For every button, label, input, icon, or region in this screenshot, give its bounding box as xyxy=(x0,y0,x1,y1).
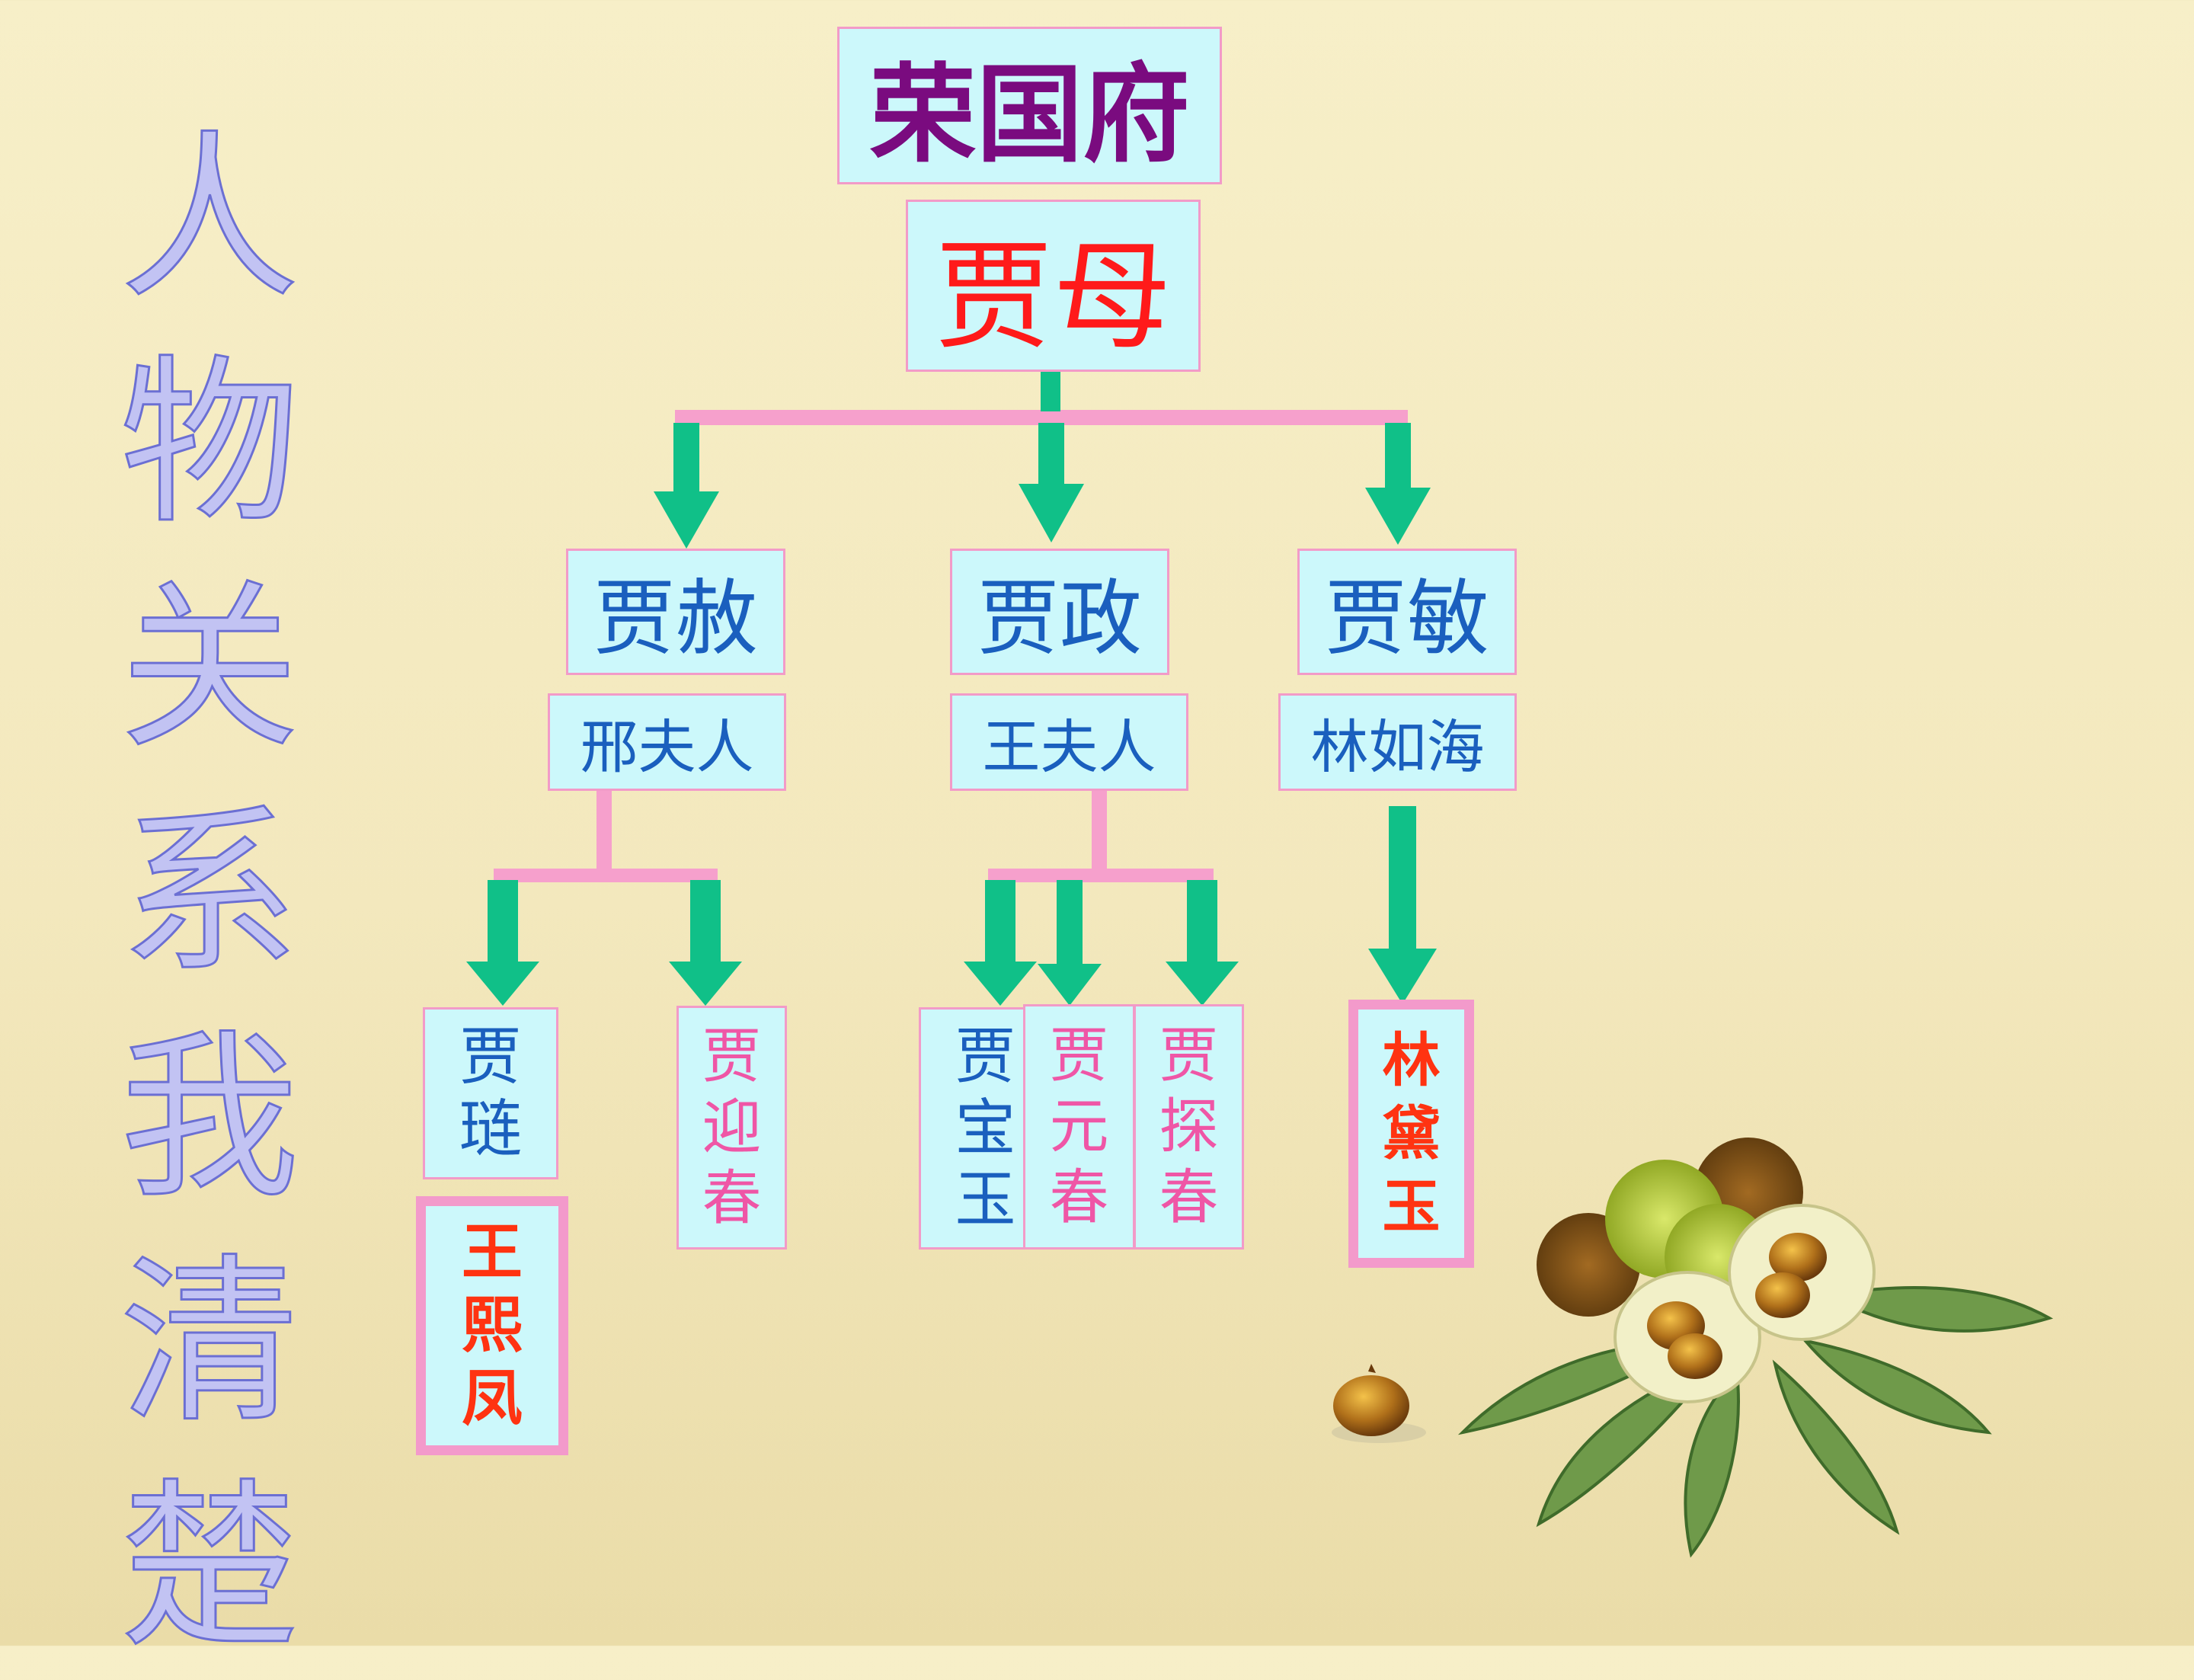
name-char: 贾 xyxy=(955,1021,1016,1092)
son-box-jiazheng: 贾政 xyxy=(950,549,1169,675)
nut-2 xyxy=(1668,1333,1722,1379)
title-char: 物 xyxy=(119,339,300,549)
mansion-label: 荣国府 xyxy=(869,53,1190,178)
spouse-box-wangfuren: 王夫人 xyxy=(950,693,1188,791)
name-char: 春 xyxy=(1049,1163,1109,1232)
child-box-jiayuanchun: 贾元春 xyxy=(1023,1004,1135,1250)
connector-middle-horizontal xyxy=(988,869,1214,882)
root-box: 贾母 xyxy=(906,200,1201,372)
title-char: 楚 xyxy=(119,1463,300,1673)
name-char: 探 xyxy=(1159,1092,1219,1161)
arrow-to-jiashe xyxy=(654,423,719,549)
arrow-to-jiazheng xyxy=(1019,423,1084,542)
nut-loose xyxy=(1333,1375,1409,1436)
name-char: 贾 xyxy=(702,1022,762,1091)
name-char: 琏 xyxy=(459,1093,522,1166)
name-char: 贾 xyxy=(1049,1021,1109,1090)
name-char: 熙 xyxy=(462,1290,523,1361)
name-char: 玉 xyxy=(955,1164,1016,1235)
title-char: 我 xyxy=(119,1013,300,1224)
name-char: 林 xyxy=(1382,1026,1441,1094)
title-char: 人 xyxy=(119,114,300,325)
leaf-group xyxy=(1457,1286,2054,1558)
title-char: 系 xyxy=(119,789,300,999)
title-char: 关 xyxy=(119,564,300,774)
name-char: 春 xyxy=(1159,1163,1219,1232)
spouse-box-xingfuren: 邢夫人 xyxy=(548,693,786,791)
name-char: 宝 xyxy=(955,1093,1016,1163)
arrow-to-jiamin xyxy=(1365,423,1431,545)
arrow-to-jiayuanchun xyxy=(1038,880,1102,1006)
slide: 人物关系我清楚 荣国府 贾母 贾赦 贾政 贾敏 xyxy=(119,27,2054,1673)
spouse-label-xingfuren: 邢夫人 xyxy=(580,713,754,781)
connector-top-horizontal xyxy=(675,410,1408,425)
arrows xyxy=(466,372,1437,1006)
name-char: 贾 xyxy=(1159,1021,1219,1090)
chestnut-illustration xyxy=(1332,1138,2054,1558)
name-char: 迎 xyxy=(702,1093,762,1162)
arrow-to-jiatanchun xyxy=(1166,880,1239,1006)
root-stem xyxy=(1041,372,1060,411)
child-box-jialian: 贾琏 xyxy=(423,1007,558,1179)
name-char: 贾 xyxy=(459,1021,522,1093)
nut-4 xyxy=(1755,1272,1810,1318)
name-char: 玉 xyxy=(1382,1173,1441,1240)
nut-loose-tip xyxy=(1368,1364,1376,1373)
arrow-to-jialian xyxy=(466,880,539,1006)
mansion-box: 荣国府 xyxy=(837,27,1222,184)
arrow-to-jiabaoyu xyxy=(964,880,1037,1006)
root-label: 贾母 xyxy=(935,227,1172,366)
name-char: 春 xyxy=(702,1163,762,1233)
son-label-jiamin: 贾敏 xyxy=(1324,571,1489,667)
name-char: 黛 xyxy=(1382,1099,1441,1167)
son-box-jiashe: 贾赦 xyxy=(566,549,785,675)
spouse-label-linruhai: 林如海 xyxy=(1310,713,1485,781)
arrow-to-jiayingchun xyxy=(669,880,742,1006)
child-box-jiayingchun: 贾迎春 xyxy=(676,1006,787,1250)
arrow-to-lindaiyu xyxy=(1368,806,1437,1004)
name-char: 凤 xyxy=(462,1363,523,1434)
son-label-jiashe: 贾赦 xyxy=(593,571,758,667)
inlaw-box-wangxifeng: 王熙凤 xyxy=(416,1196,568,1455)
son-box-jiamin: 贾敏 xyxy=(1297,549,1517,675)
child-box-lindaiyu: 林黛玉 xyxy=(1348,1000,1474,1268)
spouse-box-linruhai: 林如海 xyxy=(1278,693,1517,791)
connector-left-horizontal xyxy=(494,869,718,882)
nut-3 xyxy=(1769,1233,1827,1282)
son-label-jiazheng: 贾政 xyxy=(977,571,1142,667)
vertical-title: 人物关系我清楚 xyxy=(114,107,305,1680)
child-box-jiatanchun: 贾探春 xyxy=(1134,1004,1244,1250)
connector-left-stem xyxy=(596,789,612,872)
name-char: 元 xyxy=(1049,1092,1109,1161)
title-char: 清 xyxy=(119,1238,300,1448)
spouse-label-wangfuren: 王夫人 xyxy=(982,713,1156,781)
connector-middle-stem xyxy=(1092,789,1107,872)
name-char: 王 xyxy=(462,1217,523,1288)
